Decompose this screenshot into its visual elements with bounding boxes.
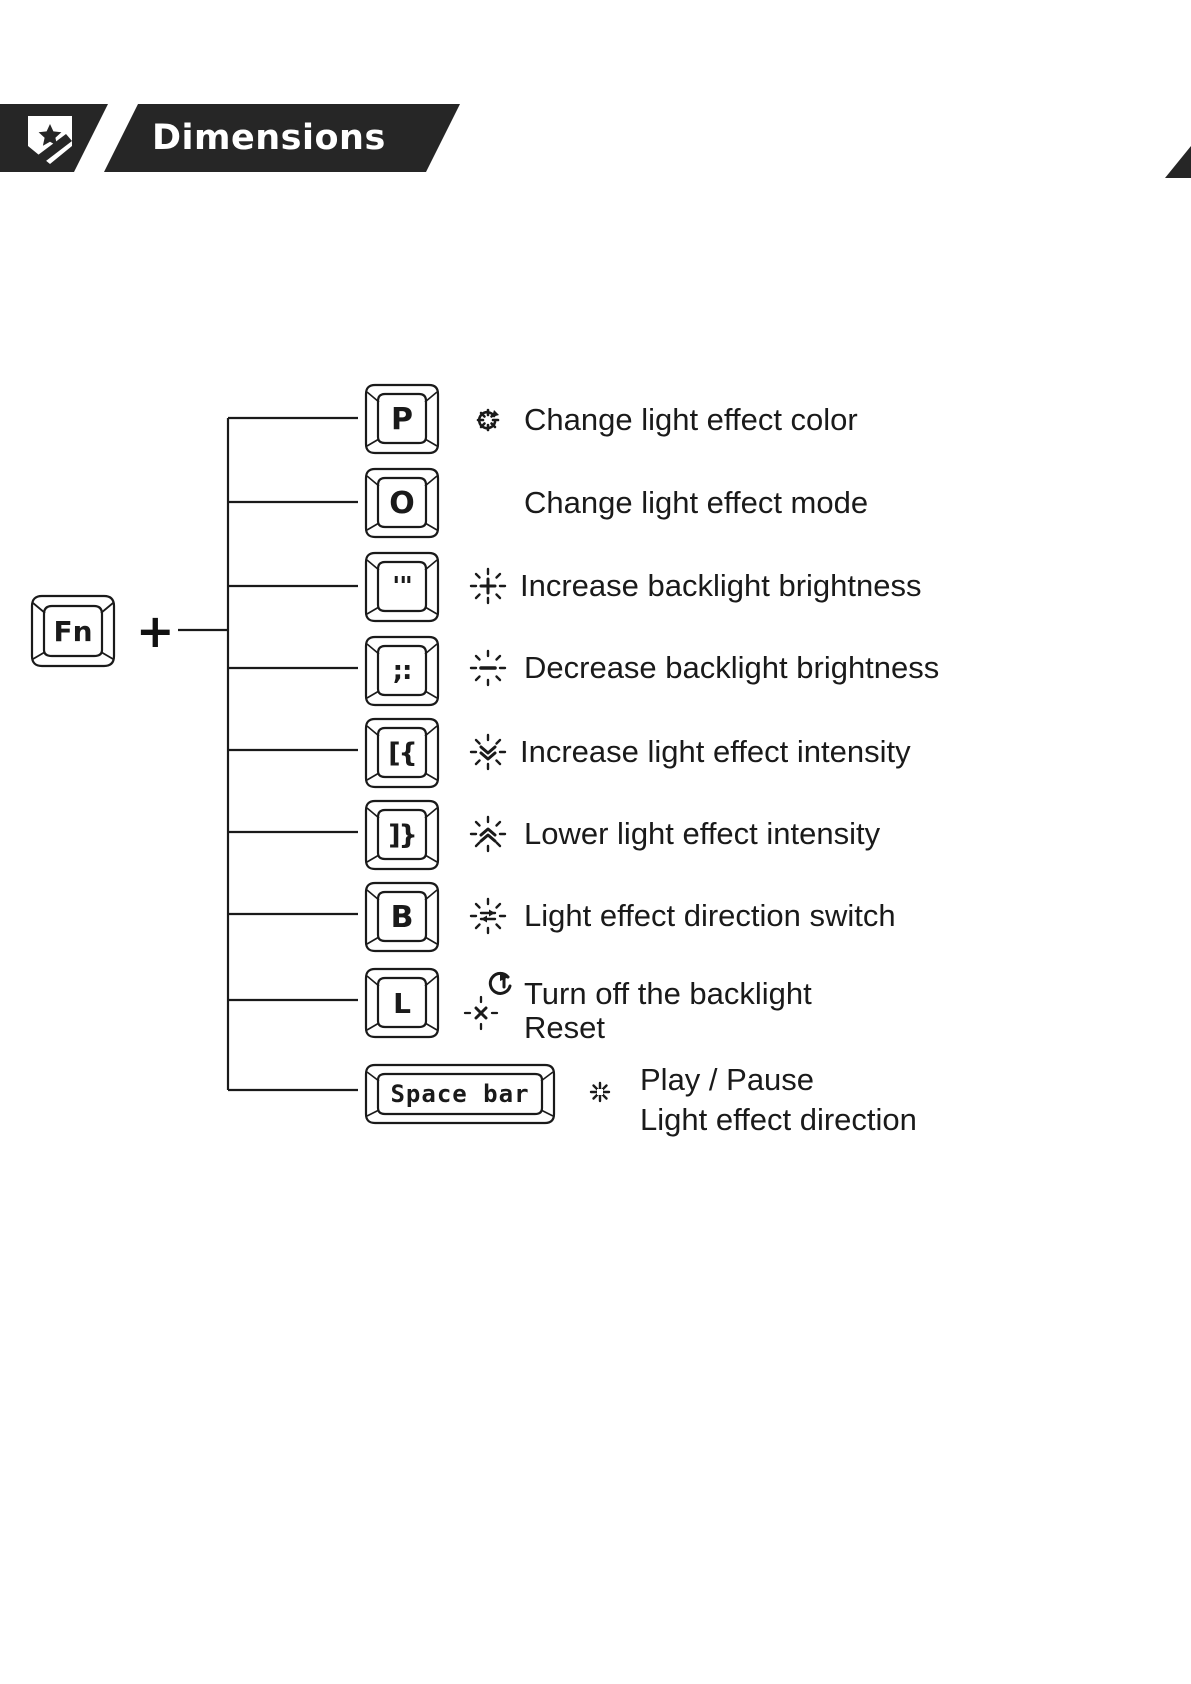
key-semicolon[interactable]: ;:: [362, 634, 442, 708]
sun-plus-icon: [469, 567, 507, 605]
row-label-reset: Reset: [524, 1010, 605, 1045]
plus-combiner: +: [136, 604, 175, 658]
corner-triangle-mark: [1165, 146, 1191, 178]
row-label-play-pause: Play / Pause: [640, 1062, 815, 1097]
key-fn-label: Fn: [53, 614, 93, 648]
row-label-change-mode: Change light effect mode: [524, 485, 869, 520]
power-reset-icon: [488, 971, 512, 995]
key-b[interactable]: B: [362, 880, 442, 954]
sun-x-icon: [463, 995, 499, 1031]
key-space-bar-label: Space bar: [390, 1080, 530, 1108]
row-label-light-effect-direction: Light effect direction: [640, 1102, 917, 1137]
sun-chevron-down-icon: [469, 733, 507, 771]
key-b-label: B: [390, 899, 414, 935]
sun-refresh-icon: [476, 408, 500, 432]
key-semicolon-label: ;:: [392, 656, 413, 686]
shield-star-icon: [28, 116, 72, 164]
sun-minus-icon: [469, 649, 507, 687]
key-fn[interactable]: Fn: [24, 592, 122, 670]
row-label-decrease-brightness: Decrease backlight brightness: [524, 650, 940, 685]
header-banner: Dimensions: [0, 104, 460, 172]
row-label-direction-switch: Light effect direction switch: [524, 898, 896, 933]
key-space-bar[interactable]: Space bar: [362, 1062, 558, 1126]
key-quote-label: '": [392, 572, 413, 602]
key-p-label: P: [391, 401, 413, 437]
key-o-label: O: [389, 485, 415, 521]
sun-chevron-up-icon: [469, 815, 507, 853]
key-bracket-right-label: ]}: [388, 819, 418, 851]
sun-rays-icon: [589, 1081, 611, 1103]
key-l[interactable]: L: [362, 966, 442, 1040]
key-quote[interactable]: '": [362, 550, 442, 624]
row-label-turn-off-backlight: Turn off the backlight: [524, 976, 812, 1011]
row-label-increase-intensity: Increase light effect intensity: [520, 734, 911, 769]
sun-swap-arrows-icon: [469, 897, 507, 935]
key-l-label: L: [393, 986, 411, 1020]
key-bracket-left[interactable]: [{: [362, 716, 442, 790]
row-label-change-color: Change light effect color: [524, 402, 858, 437]
banner-background: [0, 104, 460, 172]
row-label-increase-brightness: Increase backlight brightness: [520, 568, 922, 603]
banner-title: Dimensions: [152, 118, 386, 158]
key-p[interactable]: P: [362, 382, 442, 456]
key-bracket-left-label: [{: [388, 737, 418, 769]
row-label-lower-intensity: Lower light effect intensity: [524, 816, 881, 851]
key-o[interactable]: O: [362, 466, 442, 540]
key-bracket-right[interactable]: ]}: [362, 798, 442, 872]
